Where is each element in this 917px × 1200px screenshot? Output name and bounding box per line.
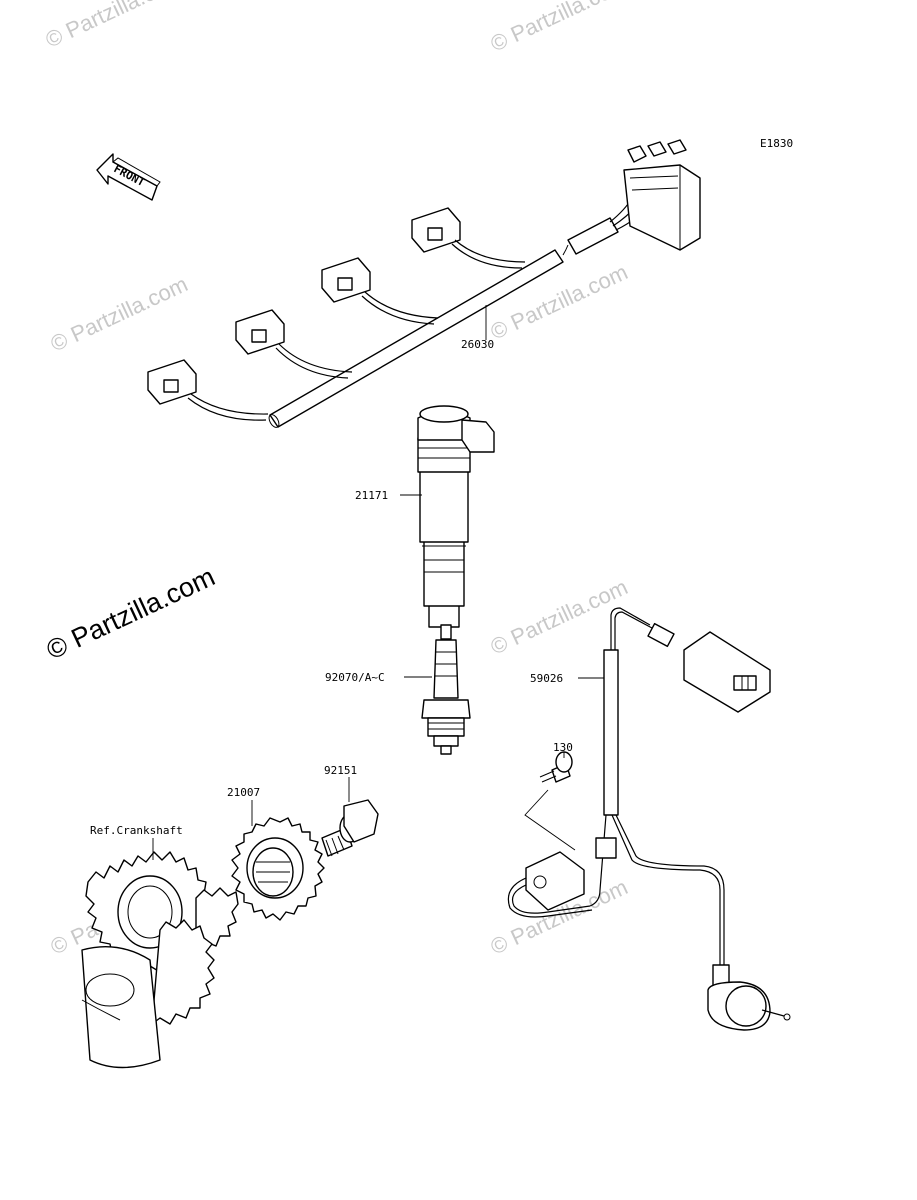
- part-label-coil: 21171: [355, 489, 388, 502]
- main-connector: [623, 139, 701, 251]
- coil-connector-2: [235, 309, 353, 379]
- part-label-rotor: 21007: [227, 786, 260, 799]
- watermark-top-right: © Partzilla.com: [487, 0, 632, 57]
- ignition-harness: [147, 139, 701, 428]
- watermark-featured: © Partzilla.com: [42, 561, 220, 665]
- coil-connector-1: [147, 359, 269, 421]
- diagram-code: E1830: [760, 137, 793, 150]
- watermark-mid-left: © Partzilla.com: [47, 271, 192, 356]
- front-arrow-icon: FRONT: [96, 153, 161, 201]
- sensor-bracket: [507, 851, 593, 918]
- bolt-92151: [321, 799, 379, 857]
- part-label-bolt: 92151: [324, 764, 357, 777]
- crank-sensor: [707, 964, 791, 1031]
- timing-rotor: [231, 817, 325, 921]
- part-label-spark-plug: 92070/A~C: [325, 671, 385, 684]
- watermarks: © Partzilla.com © Partzilla.com © Partzi…: [42, 0, 632, 960]
- ignition-coil: [417, 405, 495, 628]
- watermark-top-left: © Partzilla.com: [42, 0, 187, 53]
- part-label-lead: 59026: [530, 672, 563, 685]
- part-label-screw: 130: [553, 741, 573, 754]
- watermark-mid-right: © Partzilla.com: [487, 259, 632, 344]
- coil-connector-3: [321, 257, 439, 325]
- screw-130: [539, 751, 573, 783]
- spark-plug: [421, 624, 471, 755]
- crank-sensor-lead: [507, 607, 791, 1031]
- lead-connector: [683, 631, 771, 713]
- coil-connector-4: [411, 207, 526, 269]
- watermark-lower-right: © Partzilla.com: [487, 574, 632, 659]
- part-label-harness: 26030: [461, 338, 494, 351]
- part-label-crankshaft: Ref.Crankshaft: [90, 824, 183, 837]
- crankshaft: [81, 851, 239, 1069]
